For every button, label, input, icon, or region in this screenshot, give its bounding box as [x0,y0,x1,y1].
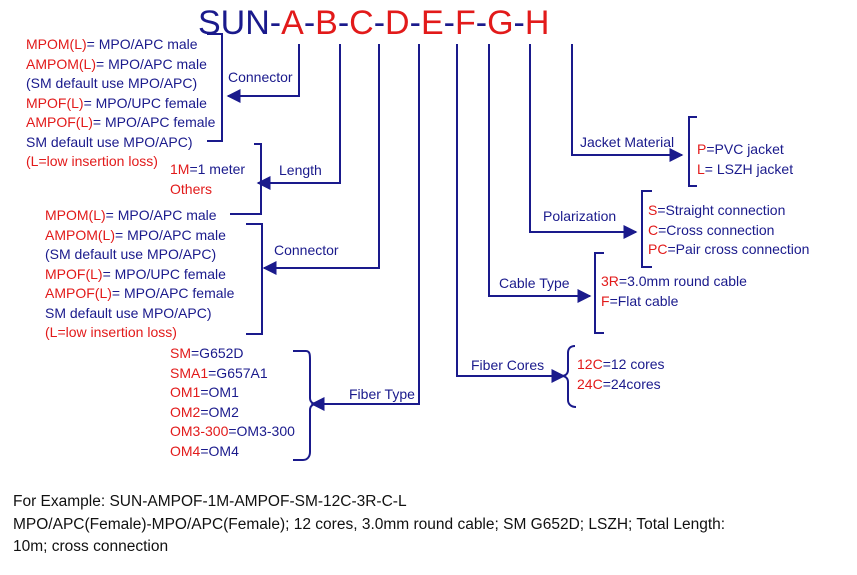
list-item: OM4=OM4 [170,442,239,459]
list-item: (SM default use MPO/APC) [26,75,198,91]
list-item: F=Flat cable [601,292,679,309]
list-jacket: P=PVC jacket L= LSZH jacket [697,140,793,179]
example-line-3: 10m; cross connection [13,538,169,555]
list-item: 12C=12 cores [577,356,665,372]
list-item: (L=low insertion loss) [26,153,158,169]
example-text: For Example: SUN-AMPOF-1M-AMPOF-SM-12C-3… [13,491,725,559]
bracket-cable-type [594,252,604,334]
bracket-polarization [641,190,652,268]
title-segment-g: G [487,4,514,42]
list-item: AMPOM(L)= MPO/APC male [26,55,207,72]
bracket-fiber-type [293,350,317,461]
list-polarization: S=Straight connection C=Cross connection… [648,201,809,260]
bracket-connector-c [246,223,263,335]
list-item: AMPOF(L)= MPO/APC female [45,285,235,301]
label-fiber-type: Fiber Type [349,386,415,402]
list-length: 1M=1 meter Others [170,160,245,199]
list-item: L= LSZH jacket [697,160,794,177]
part-number-title: SUN-A-B-C-D-E-F-G-H [198,4,550,42]
title-segment-d: D [385,4,410,42]
list-item: SMA1=G657A1 [170,364,268,381]
list-item: SM=G652D [170,345,244,361]
list-item: MPOF(L)= MPO/UPC female [26,94,207,111]
list-item: C=Cross connection [648,221,775,238]
list-item: PC=Pair cross connection [648,241,810,257]
example-line-1: For Example: SUN-AMPOF-1M-AMPOF-SM-12C-3… [13,493,407,510]
title-segment-h: H [524,4,550,42]
list-item: OM1=OM1 [170,384,239,400]
list-item: 24C=24cores [577,375,661,392]
list-fiber-cores: 12C=12 cores 24C=24cores [577,355,665,394]
bracket-fiber-cores [561,345,577,408]
list-item: S=Straight connection [648,202,786,218]
label-connector-c: Connector [274,242,339,258]
title-segment-e: E [420,4,444,42]
list-connector-c: MPOM(L)= MPO/APC male AMPOM(L)= MPO/APC … [45,206,234,343]
list-item: Others [170,180,213,197]
line-b [256,44,341,190]
line-h [571,44,684,162]
list-item: (SM default use MPO/APC) [45,246,217,262]
label-cable-type: Cable Type [499,275,570,291]
list-fiber-type: SM=G652D SMA1=G657A1 OM1=OM1 OM2=OM2 OM3… [170,344,295,461]
line-c [262,44,380,275]
list-item: 3R=3.0mm round cable [601,273,747,289]
list-item: MPOF(L)= MPO/UPC female [45,265,226,282]
list-item: AMPOF(L)= MPO/APC female [26,114,216,130]
list-cable-type: 3R=3.0mm round cable F=Flat cable [601,272,747,311]
list-item: OM2=OM2 [170,403,239,420]
bracket-jacket [688,116,697,187]
list-item: 1M=1 meter [170,161,246,177]
list-connector-a: MPOM(L)= MPO/APC male AMPOM(L)= MPO/APC … [26,35,215,172]
bracket-connector-a [207,33,223,142]
title-segment-f: F [454,4,476,42]
title-segment-c: C [349,4,374,42]
list-item: SM default use MPO/APC) [26,133,193,150]
label-connector-a: Connector [228,69,293,85]
list-item: MPOM(L)= MPO/APC male [45,207,217,223]
line-e [456,44,566,383]
line-d [310,44,420,411]
list-item: SM default use MPO/APC) [45,304,212,321]
list-item: (L=low insertion loss) [45,324,177,340]
label-fiber-cores: Fiber Cores [471,357,545,373]
line-a [226,44,300,103]
list-item: MPOM(L)= MPO/APC male [26,36,198,52]
label-polarization: Polarization [543,208,617,224]
title-segment-a: A [281,4,304,42]
example-line-2: MPO/APC(Female)-MPO/APC(Female); 12 core… [13,515,726,533]
bracket-length [230,143,262,215]
label-length: Length [279,162,322,178]
title-segment-b: B [315,4,338,42]
line-f [488,44,592,303]
label-jacket-material: Jacket Material [580,134,675,150]
line-g [529,44,638,239]
list-item: OM3-300=OM3-300 [170,423,295,439]
title-prefix: SUN [198,4,270,42]
list-item: AMPOM(L)= MPO/APC male [45,226,226,243]
list-item: P=PVC jacket [697,141,784,157]
